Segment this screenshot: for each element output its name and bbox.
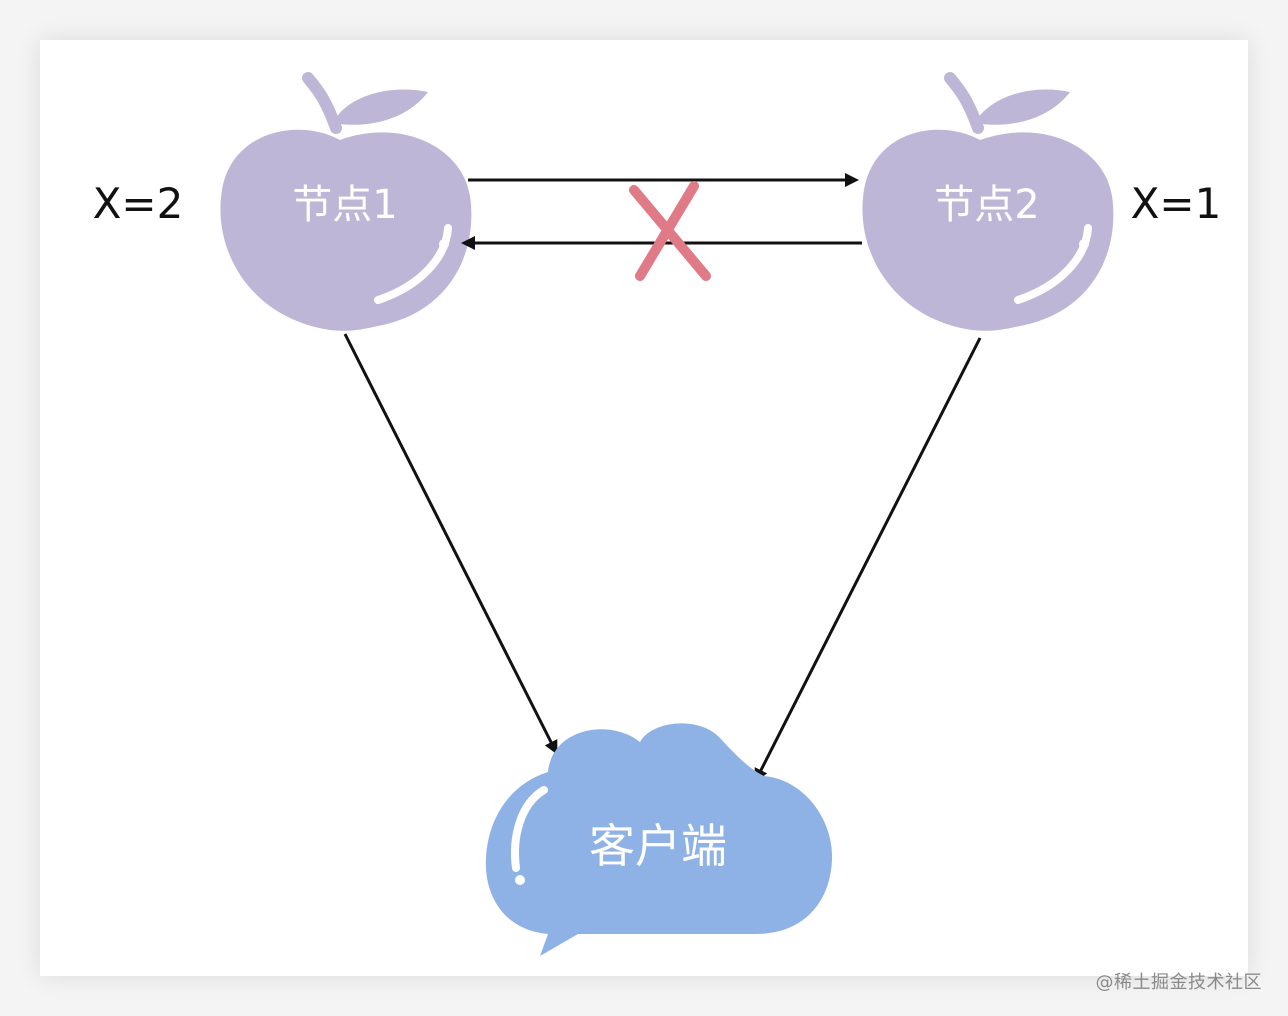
node2-label: 节点2 [934,182,1039,228]
node2-highlight [1014,224,1092,304]
client-label: 客户端 [589,819,727,873]
node2-leaf-icon [978,89,1070,125]
node1-body [220,129,472,331]
node2-value: X=1 [1131,179,1222,228]
node2-body [862,129,1114,331]
cross-icon [629,181,711,281]
client-highlight [511,786,548,872]
client-cloud [485,723,833,956]
arrow-node2-to-client [754,337,982,783]
node2-apple [862,72,1114,331]
node2-stem [944,72,984,134]
node1-apple [220,72,472,331]
node1-label: 节点1 [292,182,397,228]
watermark: @稀土掘金技术社区 [1095,972,1262,993]
client-cloud-shape [485,723,833,956]
node1-leaf-icon [336,89,428,125]
node1-stem [302,72,342,134]
arrow-node1-to-client [343,333,558,755]
node1-value: X=2 [93,179,184,228]
node1-highlight [374,224,452,304]
